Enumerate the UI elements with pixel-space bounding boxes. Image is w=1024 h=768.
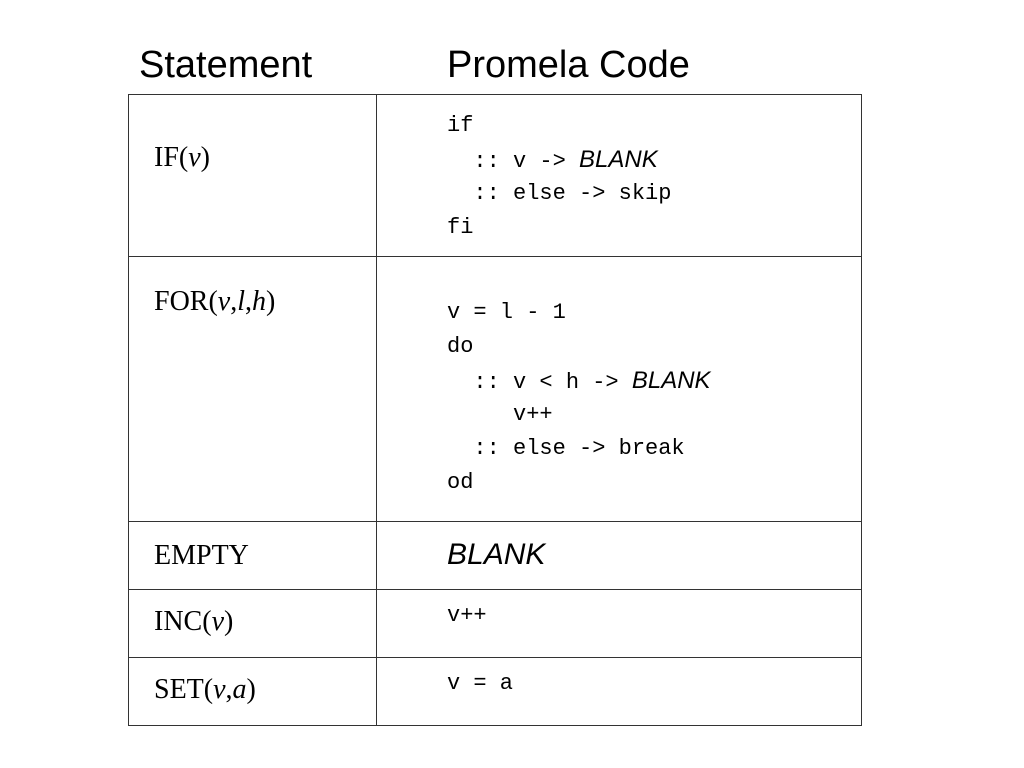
code-line: if (447, 113, 474, 138)
statement-arg: v (188, 142, 201, 173)
code-line: v = a (447, 671, 514, 696)
table-row-for-statement-cell: FOR(v,l,h) (128, 256, 377, 522)
table-row-if-code-cell: if :: v -> BLANK :: else -> skip fi (376, 94, 862, 257)
table-row-inc-code-cell: v++ (376, 589, 862, 658)
blank-placeholder: BLANK (447, 538, 546, 571)
table-row-if-statement-cell: IF(v) (128, 94, 377, 257)
table-row-inc-statement-cell: INC(v) (128, 589, 377, 658)
statement-set: SET(v,a) (154, 674, 256, 705)
statement-arg: a (232, 674, 247, 705)
blank-placeholder: BLANK (579, 146, 658, 173)
statement-arg: v (217, 286, 231, 317)
table-row-for-code-cell: v = l - 1 do :: v < h -> BLANK v++ :: el… (376, 256, 862, 522)
table-row-empty-statement-cell: EMPTY (128, 521, 377, 590)
statement-arg: l (237, 286, 246, 317)
code-line: :: v < h -> BLANK (447, 367, 711, 395)
table-row-set-code-cell: v = a (376, 657, 862, 726)
statement-if: IF(v) (154, 142, 210, 173)
table-row-set-statement-cell: SET(v,a) (128, 657, 377, 726)
code-line: od (447, 470, 474, 495)
code-line: v++ (447, 402, 553, 427)
code-line: fi (447, 215, 474, 240)
code-block-inc: v++ (447, 599, 487, 633)
statement-arg: h (252, 286, 267, 317)
statement-arg: v (211, 606, 224, 637)
code-line: :: else -> skip (447, 181, 672, 206)
statement-code-table: IF(v) if :: v -> BLANK :: else -> skip f… (128, 94, 862, 726)
statement-inc: INC(v) (154, 606, 234, 637)
statement-empty: EMPTY (154, 540, 249, 571)
code-block-for: v = l - 1 do :: v < h -> BLANK v++ :: el… (447, 296, 711, 500)
code-line: :: v -> BLANK (447, 146, 658, 174)
code-line: v = l - 1 (447, 300, 566, 325)
promela-code-column-header: Promela Code (447, 44, 690, 86)
code-line: v++ (447, 603, 487, 628)
code-line: do (447, 334, 474, 359)
statement-arg: v (213, 674, 226, 705)
blank-placeholder: BLANK (631, 367, 711, 394)
statement-column-header: Statement (139, 44, 313, 86)
table-row-empty-code-cell: BLANK (376, 521, 862, 590)
code-block-set: v = a (447, 667, 513, 701)
statement-for: FOR(v,l,h) (154, 286, 276, 317)
code-line: :: else -> break (447, 436, 685, 461)
code-block-if: if :: v -> BLANK :: else -> skip fi (447, 109, 671, 245)
